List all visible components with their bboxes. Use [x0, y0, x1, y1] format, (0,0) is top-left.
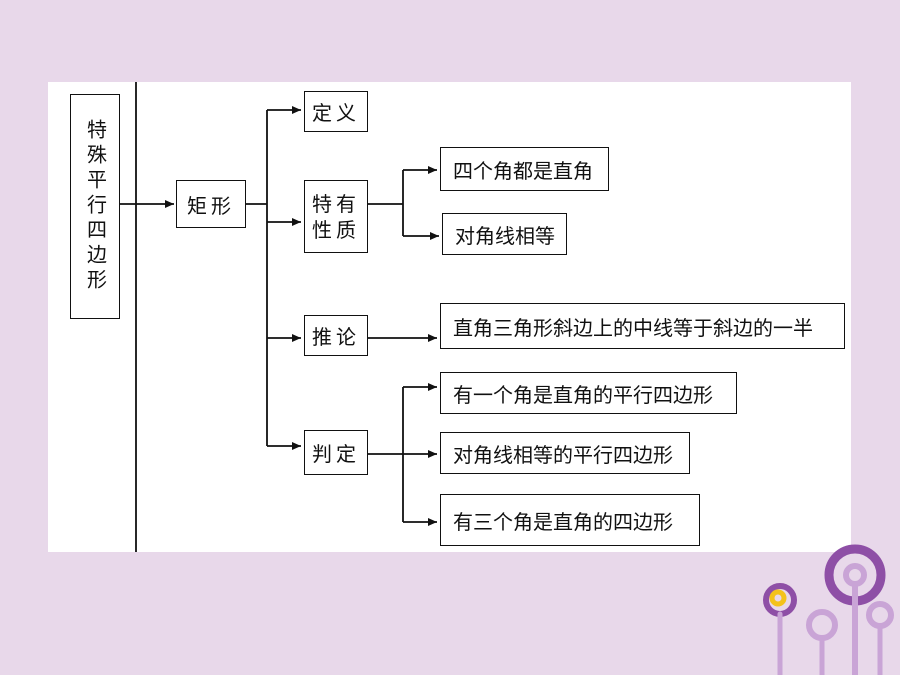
decorative-circles-icon [763, 544, 894, 675]
diagram-panel: 特殊平行四边形 矩形 定义 特有 性质 四个角都是直角 对角线相等 推论 直角三… [48, 82, 851, 552]
definition-node: 定义 [304, 91, 368, 132]
properties-node-label-line2: 性质 [312, 217, 360, 242]
property-item: 对角线相等 [442, 213, 567, 255]
criteria-item-label: 有一个角是直角的平行四边形 [453, 382, 713, 407]
property-item-label: 对角线相等 [455, 223, 555, 248]
criteria-item: 有三个角是直角的四边形 [440, 494, 700, 546]
corollary-node: 推论 [304, 315, 368, 356]
properties-node-label-line1: 特有 [312, 191, 360, 216]
connector-lines [120, 82, 439, 552]
definition-node-label: 定义 [312, 101, 360, 125]
criteria-item-label: 有三个角是直角的四边形 [453, 509, 673, 534]
properties-node: 特有 性质 [304, 180, 368, 253]
root-node: 特殊平行四边形 [70, 94, 120, 319]
criteria-item: 对角线相等的平行四边形 [440, 432, 690, 474]
root-node-label: 特殊平行四边形 [83, 119, 108, 294]
corollary-node-label: 推论 [312, 325, 360, 349]
criteria-item: 有一个角是直角的平行四边形 [440, 372, 737, 414]
criteria-node-label: 判定 [312, 442, 360, 466]
criteria-item-label: 对角线相等的平行四边形 [453, 442, 673, 467]
rectangle-node-label: 矩形 [187, 193, 235, 218]
rectangle-node: 矩形 [176, 180, 246, 228]
corollary-item-label: 直角三角形斜边上的中线等于斜边的一半 [453, 315, 813, 340]
property-item-label: 四个角都是直角 [453, 158, 593, 183]
criteria-node: 判定 [304, 430, 368, 475]
corollary-item: 直角三角形斜边上的中线等于斜边的一半 [440, 303, 845, 349]
property-item: 四个角都是直角 [440, 147, 609, 191]
